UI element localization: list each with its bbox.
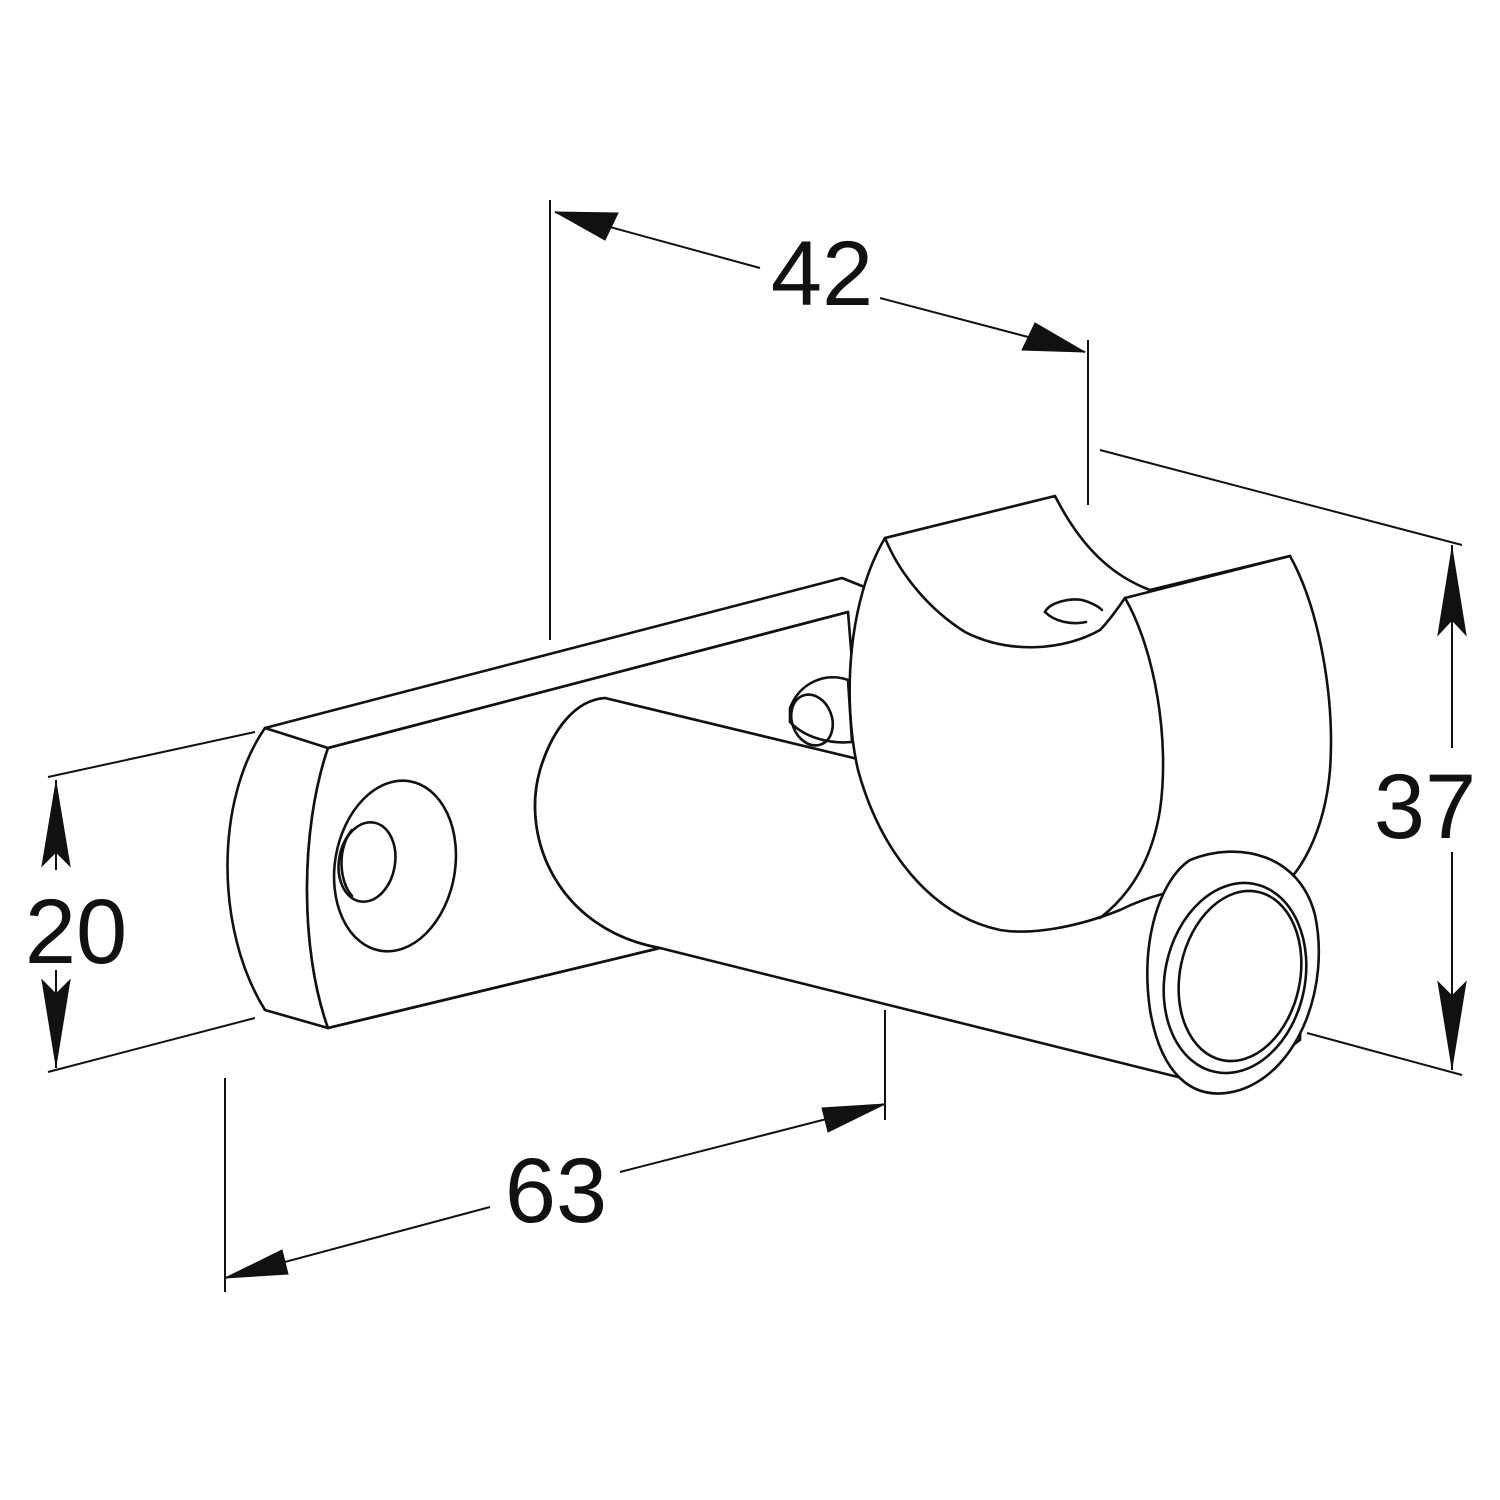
dimension-lines [41,200,1467,1292]
dimension-height-right-label: 37 [1374,756,1476,858]
holder-head [848,494,1333,933]
plate-hole [337,821,397,903]
end-cap [1146,850,1321,1095]
plate-counterbore [332,779,458,953]
dimension-length-label: 63 [505,1140,607,1242]
dimension-depth-label: 42 [771,223,873,325]
cylinder-arm [533,696,1307,1092]
dimension-height-left-label: 20 [25,881,127,983]
